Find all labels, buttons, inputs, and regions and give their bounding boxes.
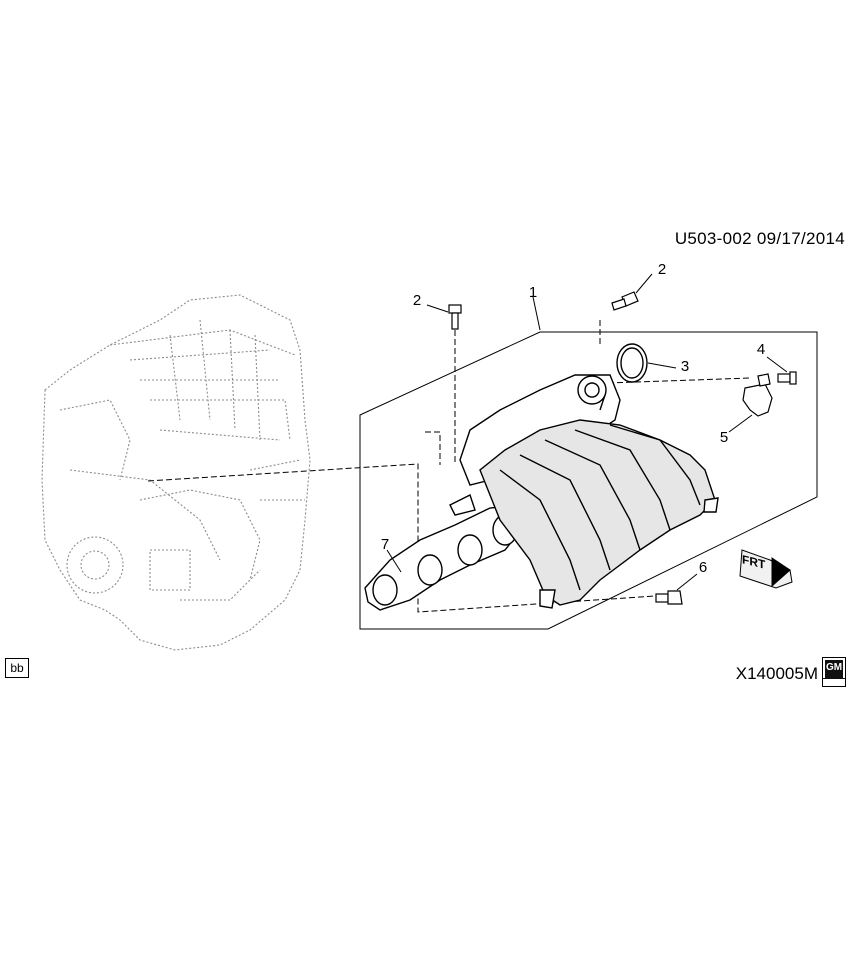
callout-7: 7 [380, 536, 390, 553]
manifold-support-bolt [655, 590, 683, 605]
callout-6: 6 [698, 559, 708, 576]
manifold-bolt-upper [448, 304, 462, 330]
callout-2-right: 2 [657, 261, 667, 278]
assembly-frame [359, 331, 818, 630]
callout-4: 4 [756, 341, 766, 358]
diagram-reference: U503-002 09/17/2014 [674, 229, 845, 248]
corner-tag: bb [5, 658, 29, 678]
callout-1: 1 [528, 284, 538, 301]
engine-block-ghost [41, 294, 311, 651]
manifold-pressure-sensor [742, 373, 773, 417]
callout-3: 3 [680, 358, 690, 375]
front-direction-marker [739, 549, 793, 589]
manifold-bolt-right [611, 291, 639, 311]
callout-2-left: 2 [412, 292, 422, 309]
intake-manifold [449, 374, 719, 609]
callout-5: 5 [719, 429, 729, 446]
sensor-screw [777, 371, 797, 385]
callout-leaders [386, 273, 788, 591]
gm-logo: GM [822, 657, 846, 687]
illustration-id: X140005M [735, 664, 818, 683]
gm-logo-underline [823, 678, 845, 686]
throttle-seal-ring [616, 343, 648, 383]
